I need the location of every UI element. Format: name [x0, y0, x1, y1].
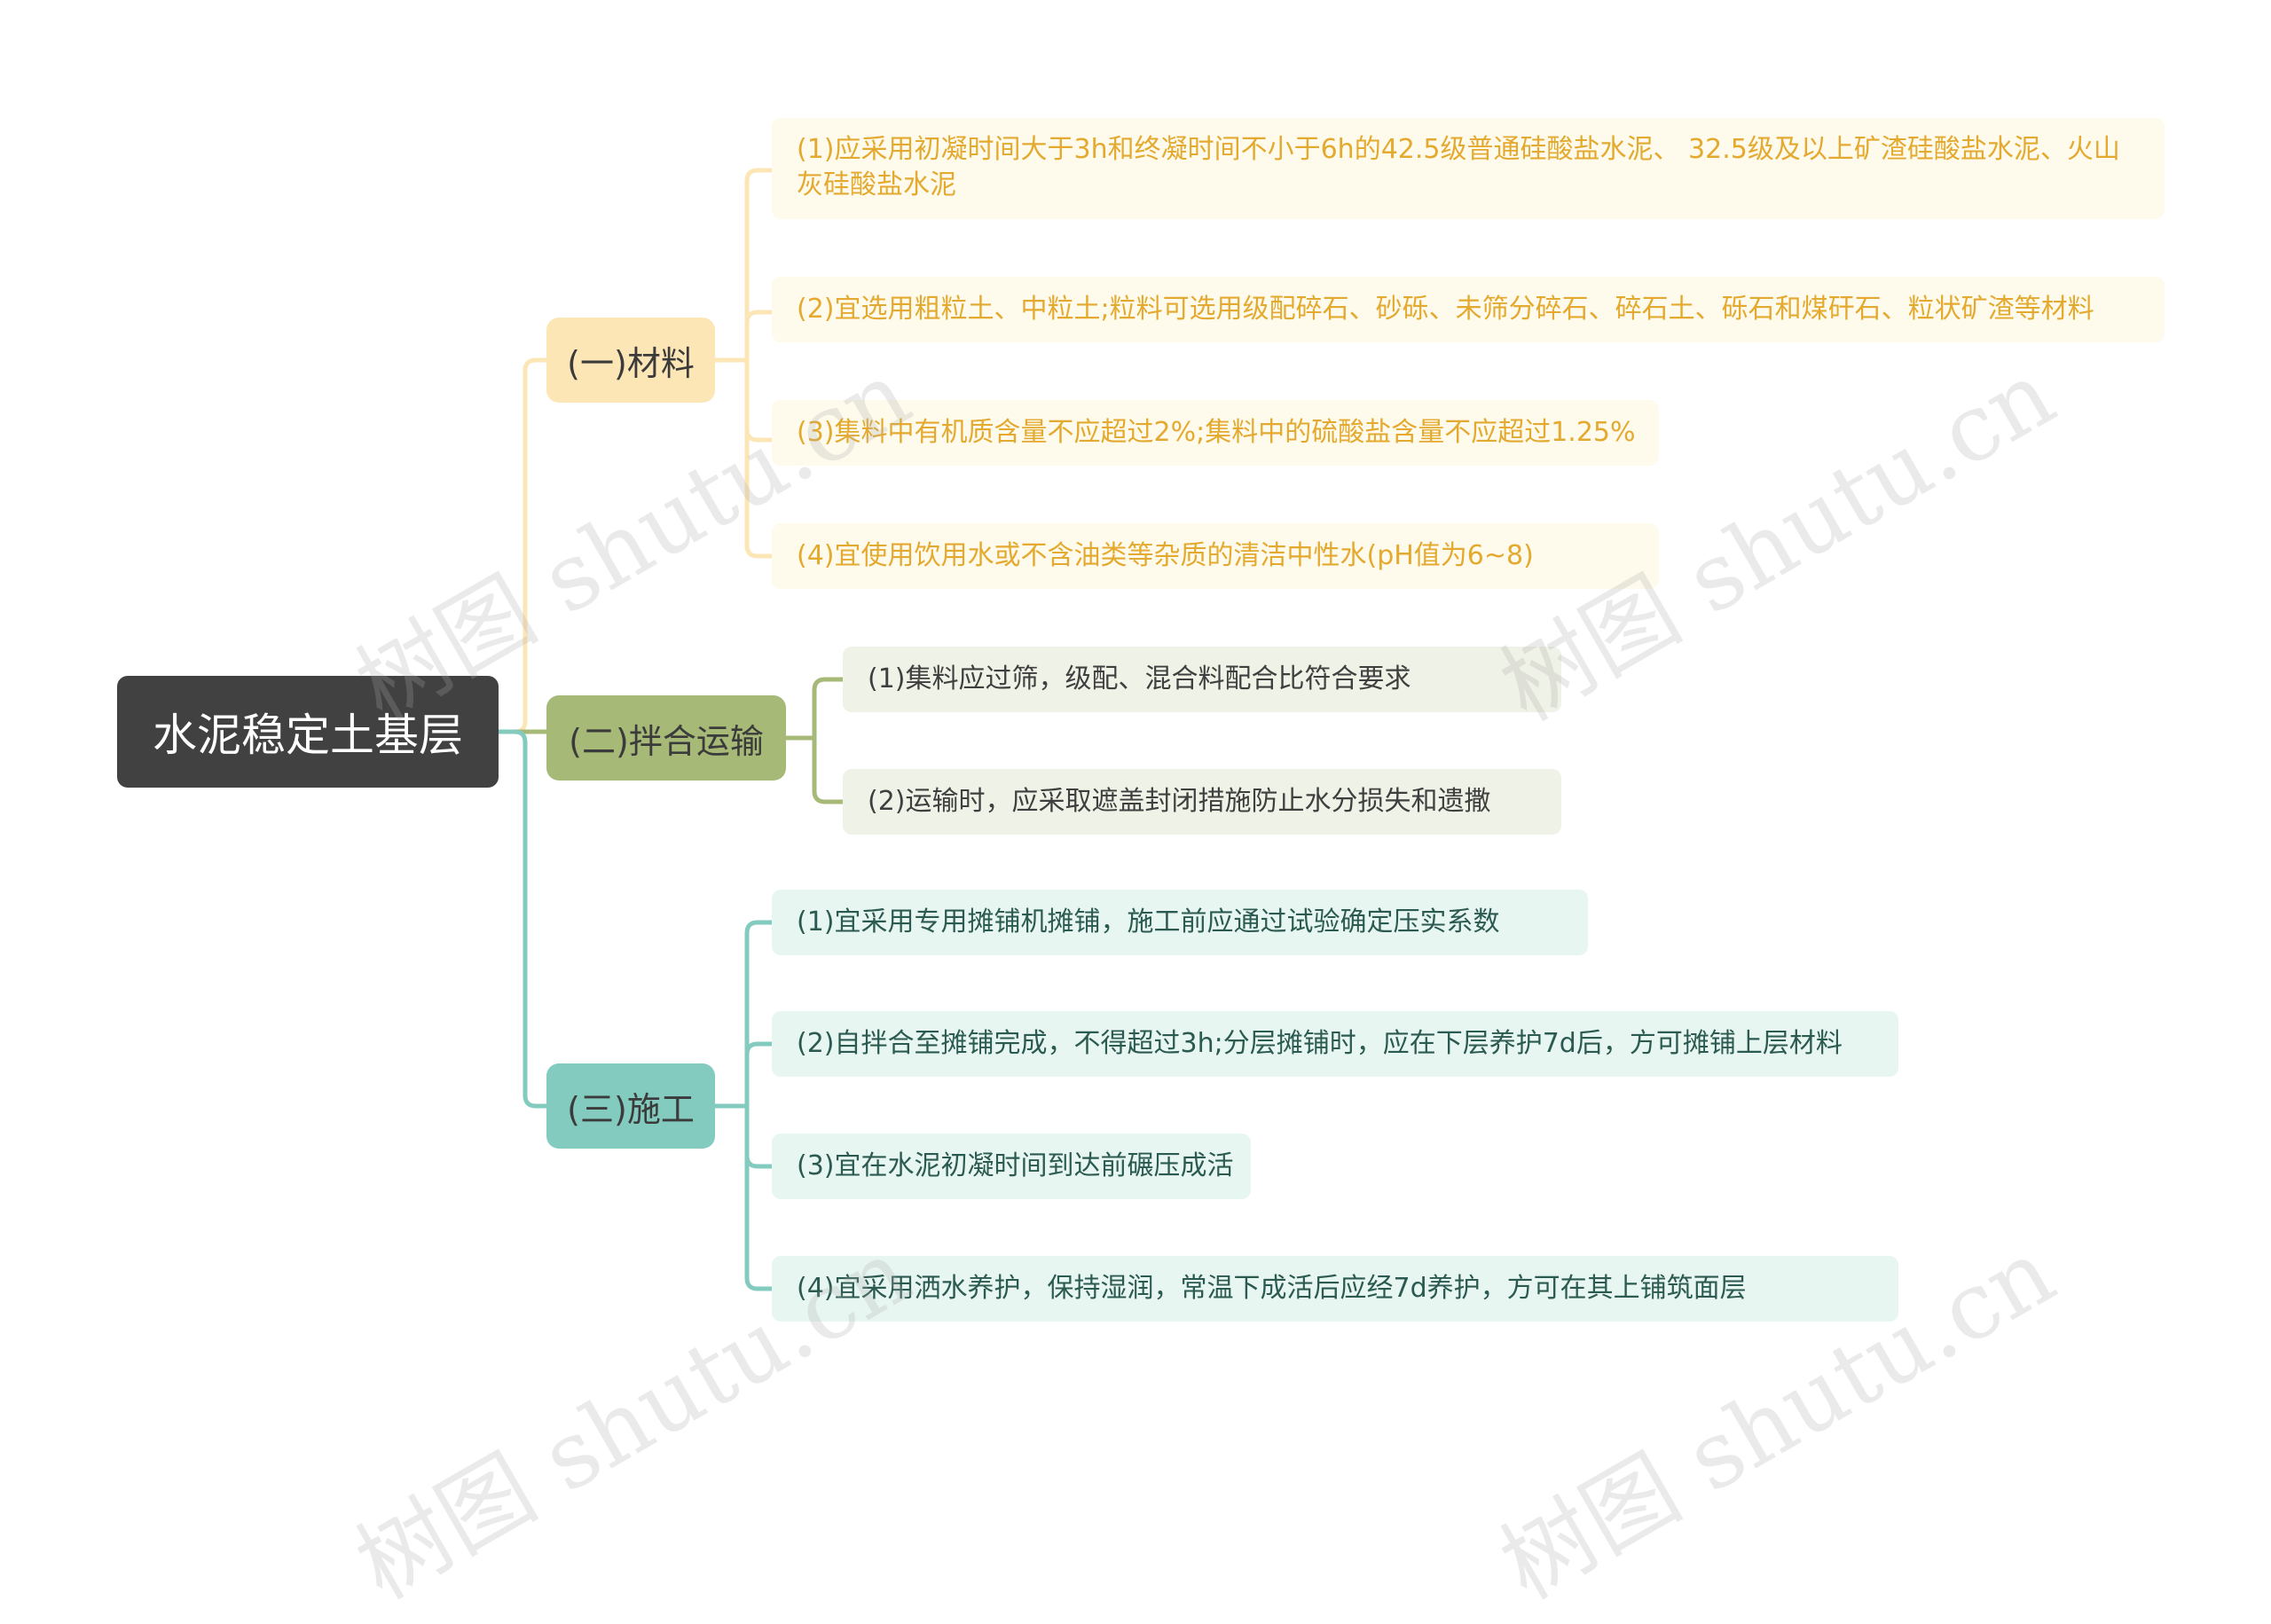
connector-construction-leaves [712, 920, 774, 1291]
leaf-materials-3[interactable]: (3)集料中有机质含量不应超过2%;集料中的硫酸盐含量不应超过1.25% [772, 400, 1659, 466]
branch-materials[interactable]: (一)材料 [546, 318, 715, 403]
leaf-text: (2)运输时，应采取遮盖封闭措施防止水分损失和遗撒 [868, 786, 1491, 817]
leaf-mixing-2[interactable]: (2)运输时，应采取遮盖封闭措施防止水分损失和遗撒 [843, 769, 1561, 835]
leaf-materials-4[interactable]: (4)宜使用饮用水或不含油类等杂质的清洁中性水(pH值为6~8) [772, 523, 1659, 589]
leaf-text: (1)集料应过筛，级配、混合料配合比符合要求 [868, 663, 1411, 694]
root-topic-label: 水泥稳定土基层 [153, 710, 463, 761]
branch-mixing-transport[interactable]: (二)拌合运输 [546, 695, 786, 781]
connector-mixing-leaves [783, 677, 845, 804]
connector-root-construction [496, 729, 549, 1109]
leaf-text: (4)宜使用饮用水或不含油类等杂质的清洁中性水(pH值为6~8) [797, 540, 1534, 571]
branch-construction[interactable]: (三)施工 [546, 1063, 715, 1149]
leaf-text: (3)集料中有机质含量不应超过2%;集料中的硫酸盐含量不应超过1.25% [797, 417, 1636, 448]
leaf-text: (1)宜采用专用摊铺机摊铺，施工前应通过试验确定压实系数 [797, 906, 1500, 938]
branch-construction-label: (三)施工 [567, 1089, 695, 1129]
leaf-text: (4)宜采用洒水养护，保持湿润，常温下成活后应经7d养护，方可在其上铺筑面层 [797, 1273, 1747, 1304]
leaf-text: (2)宜选用粗粒土、中粒土;粒料可选用级配碎石、砂砾、未筛分碎石、碎石土、砾石和… [797, 294, 2094, 325]
connector-materials-leaves [712, 168, 774, 559]
leaf-materials-2[interactable]: (2)宜选用粗粒土、中粒土;粒料可选用级配碎石、砂砾、未筛分碎石、碎石土、砾石和… [772, 277, 2165, 342]
leaf-text: (2)自拌合至摊铺完成，不得超过3h;分层摊铺时，应在下层养护7d后，方可摊铺上… [797, 1028, 1843, 1059]
leaf-construction-2[interactable]: (2)自拌合至摊铺完成，不得超过3h;分层摊铺时，应在下层养护7d后，方可摊铺上… [772, 1011, 1898, 1077]
leaf-construction-4[interactable]: (4)宜采用洒水养护，保持湿润，常温下成活后应经7d养护，方可在其上铺筑面层 [772, 1256, 1898, 1322]
leaf-mixing-1[interactable]: (1)集料应过筛，级配、混合料配合比符合要求 [843, 647, 1561, 712]
leaf-materials-1[interactable]: (1)应采用初凝时间大于3h和终凝时间不小于6h的42.5级普通硅酸盐水泥、 3… [772, 118, 2165, 219]
branch-materials-label: (一)材料 [567, 343, 695, 383]
branch-mixing-transport-label: (二)拌合运输 [569, 721, 764, 761]
connector-root-materials [496, 357, 549, 734]
root-topic[interactable]: 水泥稳定土基层 [117, 676, 499, 788]
connector-lines [496, 168, 845, 1291]
leaf-text: (3)宜在水泥初凝时间到达前碾压成活 [797, 1150, 1234, 1181]
leaf-text: (1)应采用初凝时间大于3h和终凝时间不小于6h的42.5级普通硅酸盐水泥、 3… [797, 134, 2120, 200]
leaf-construction-1[interactable]: (1)宜采用专用摊铺机摊铺，施工前应通过试验确定压实系数 [772, 890, 1588, 955]
leaf-construction-3[interactable]: (3)宜在水泥初凝时间到达前碾压成活 [772, 1134, 1251, 1199]
